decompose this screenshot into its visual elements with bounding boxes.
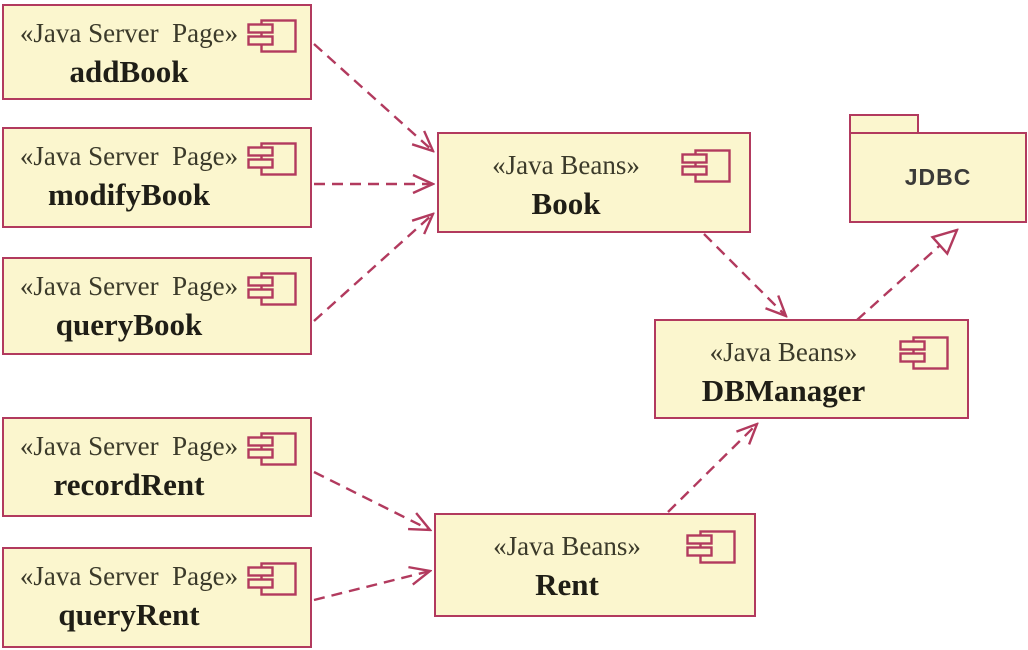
- stereotype-label: «Java Server Page»: [19, 431, 239, 461]
- component-Rent: «Java Beans» Rent: [434, 513, 756, 617]
- component-queryBook: «Java Server Page» queryBook: [2, 257, 312, 355]
- component-addBook: «Java Server Page» addBook: [2, 4, 312, 100]
- component-text: «Java Server Page» modifyBook: [4, 129, 310, 226]
- component-name: modifyBook: [48, 177, 210, 212]
- edge-DBManager-JDBC: [856, 230, 957, 321]
- component-text: «Java Server Page» addBook: [4, 6, 310, 98]
- package-tab: [849, 114, 919, 135]
- stereotype-label: «Java Server Page»: [19, 18, 239, 48]
- component-DBManager: «Java Beans» DBManager: [654, 319, 969, 419]
- component-text: «Java Server Page» recordRent: [4, 419, 310, 515]
- component-name: recordRent: [53, 467, 205, 502]
- component-Book: «Java Beans» Book: [437, 132, 751, 233]
- stereotype-label: «Java Beans»: [709, 337, 858, 367]
- uml-component-icon: [681, 149, 731, 183]
- edge-Book-DBManager: [703, 233, 786, 316]
- stereotype-label: «Java Server Page»: [19, 271, 239, 301]
- edge-addBook-Book: [313, 43, 433, 151]
- component-text: «Java Beans» Rent: [436, 515, 754, 615]
- component-text: «Java Server Page» queryBook: [4, 259, 310, 353]
- component-name: addBook: [69, 54, 189, 89]
- uml-component-icon: [247, 142, 297, 176]
- uml-component-icon: [686, 530, 736, 564]
- edge-recordRent-Rent: [313, 470, 430, 530]
- edge-queryRent-Rent: [313, 571, 430, 602]
- uml-component-icon: [899, 336, 949, 370]
- stereotype-label: «Java Server Page»: [19, 141, 239, 171]
- stereotype-label: «Java Beans»: [493, 531, 641, 561]
- component-text: «Java Beans» DBManager: [656, 321, 967, 417]
- component-text: «Java Beans» Book: [439, 134, 749, 231]
- uml-component-icon: [247, 562, 297, 596]
- component-name: Book: [531, 186, 601, 221]
- edge-Rent-DBManager: [667, 424, 757, 513]
- component-modifyBook: «Java Server Page» modifyBook: [2, 127, 312, 228]
- component-recordRent: «Java Server Page» recordRent: [2, 417, 312, 517]
- stereotype-label: «Java Beans»: [492, 150, 640, 180]
- component-text: «Java Server Page» queryRent: [4, 549, 310, 646]
- component-queryRent: «Java Server Page» queryRent: [2, 547, 312, 648]
- stereotype-label: «Java Server Page»: [19, 561, 239, 591]
- uml-component-icon: [247, 272, 297, 306]
- package-name: JDBC: [904, 164, 972, 190]
- edge-queryBook-Book: [313, 214, 433, 322]
- uml-component-icon: [247, 432, 297, 466]
- uml-component-icon: [247, 19, 297, 53]
- component-name: Rent: [535, 567, 599, 602]
- component-name: DBManager: [701, 373, 866, 408]
- component-name: queryRent: [58, 597, 200, 632]
- package-body: JDBC: [849, 132, 1027, 223]
- component-name: queryBook: [55, 307, 203, 342]
